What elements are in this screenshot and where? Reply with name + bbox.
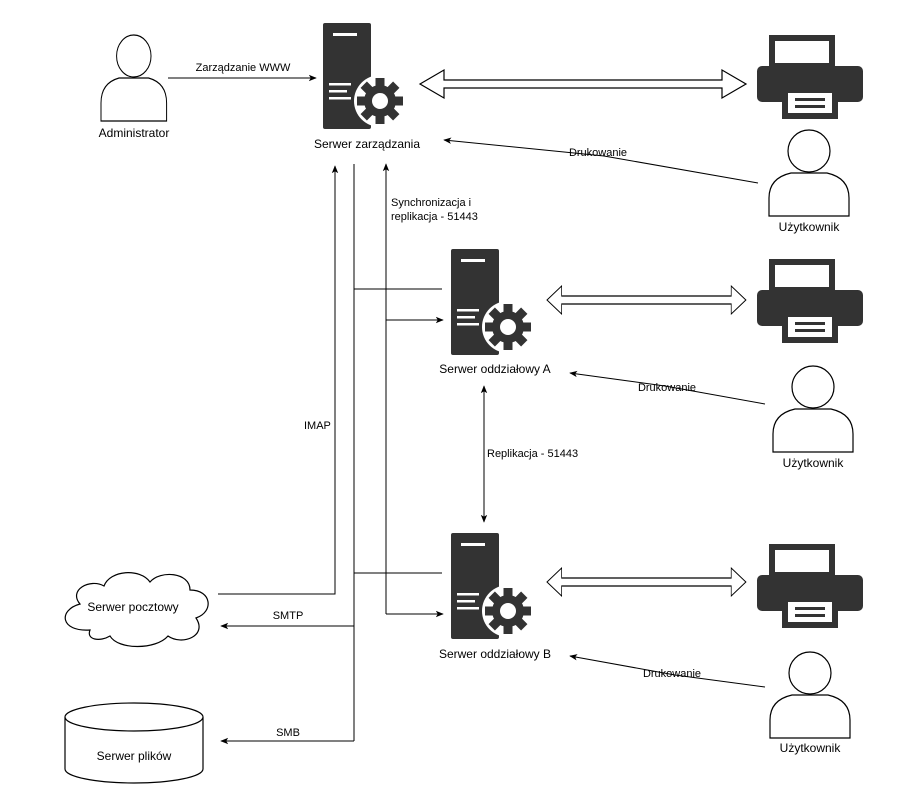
server-icon [323, 23, 406, 129]
smtp-label: SMTP [273, 610, 304, 622]
print-edge-2-label: Drukowanie [638, 382, 696, 394]
mail-server-label: Serwer pocztowy [87, 600, 178, 614]
user-2-label: Użytkownik [783, 456, 845, 470]
replication-label: Replikacja - 51443 [487, 448, 578, 460]
mail-server-node: Serwer pocztowy [64, 572, 209, 647]
server-icon [451, 533, 534, 639]
print-edge-1 [443, 137, 759, 184]
print-edge-3 [569, 654, 766, 688]
sync-label-line2: replikacja - 51443 [391, 211, 478, 223]
user-1-node: Użytkownik [768, 129, 850, 234]
print-edge-3-label: Drukowanie [643, 668, 701, 680]
person-icon [769, 651, 851, 739]
file-server-node: Serwer plików [64, 702, 204, 784]
person-icon [768, 129, 850, 217]
person-icon [100, 34, 168, 122]
branch-a-node: Serwer oddziałowy A [439, 249, 551, 376]
smb-label: SMB [276, 727, 300, 739]
person-icon [772, 365, 854, 453]
print-flow-arrow [546, 567, 747, 597]
print-edge-2 [569, 370, 766, 405]
user-2-node: Użytkownik [772, 365, 854, 470]
imap-label: IMAP [304, 420, 331, 432]
print-flow-arrow [546, 285, 747, 315]
administrator-node: Administrator [99, 34, 170, 140]
printer-icon [757, 38, 863, 116]
branch-b-node: Serwer oddziałowy B [439, 533, 551, 661]
imap-edge [218, 165, 339, 595]
server-icon [451, 249, 534, 355]
cloud-icon [64, 572, 209, 647]
print-flow-arrow [419, 69, 747, 99]
file-server-label: Serwer plików [97, 749, 172, 763]
user-3-node: Użytkownik [769, 651, 851, 755]
management-server-label: Serwer zarządzania [314, 137, 420, 151]
sync-label-line1: Synchronizacja i [391, 197, 471, 209]
administrator-label: Administrator [99, 126, 170, 140]
branch-b-label: Serwer oddziałowy B [439, 647, 551, 661]
branch-a-label: Serwer oddziałowy A [439, 362, 550, 376]
user-1-label: Użytkownik [779, 220, 841, 234]
database-icon [64, 717, 204, 784]
www-edge-label: Zarządzanie WWW [196, 62, 291, 74]
print-edge-1-label: Drukowanie [569, 147, 627, 159]
user-3-label: Użytkownik [780, 741, 842, 755]
printer-icon [757, 547, 863, 625]
management-server-node: Serwer zarządzania [314, 23, 420, 151]
printer-icon [757, 262, 863, 340]
